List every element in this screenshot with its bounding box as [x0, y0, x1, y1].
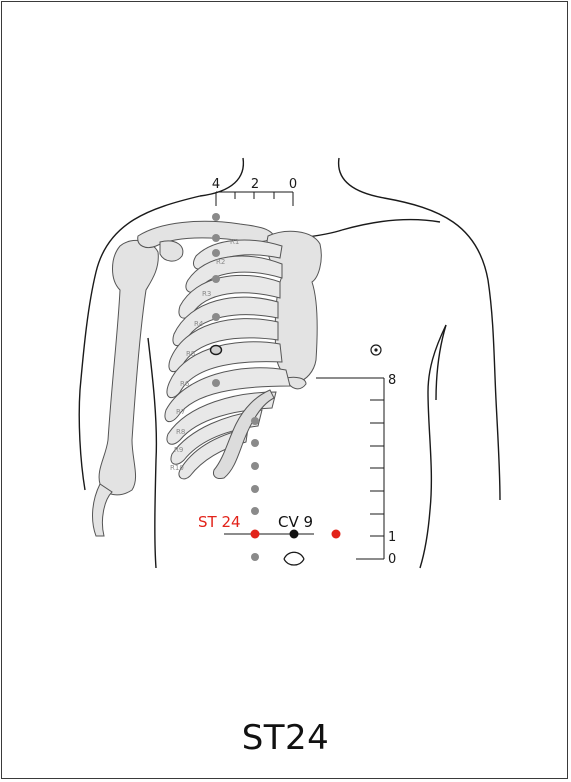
top-scale-tick-2: 2: [251, 177, 259, 192]
side-scale-label-1: 1: [388, 530, 396, 545]
rib-label-r3: R3: [202, 290, 211, 298]
right-shoulder-line: [384, 198, 500, 500]
neck-right: [339, 158, 384, 198]
side-scale-label-0: 0: [388, 552, 396, 567]
rib-label-r7: R7: [176, 408, 185, 416]
st24-label: ST 24: [198, 513, 241, 531]
rib-label-r1: R1: [230, 238, 239, 246]
rib-label-r4: R4: [194, 320, 204, 328]
guide-dot: [212, 379, 220, 387]
neck-left: [200, 158, 243, 196]
humerus-bone: [99, 240, 158, 494]
guide-dot: [212, 234, 220, 242]
right-clavicle-line: [342, 220, 440, 230]
top-scale-tick-4: 4: [212, 177, 220, 192]
right-torso-line: [420, 325, 446, 568]
st24-left-point: [251, 530, 260, 539]
rib-label-r8: R8: [176, 428, 185, 436]
guide-dot: [251, 417, 259, 425]
top-scale: [216, 192, 293, 206]
navel-icon: [284, 552, 304, 565]
side-scale-label-8: 8: [388, 373, 396, 388]
rib-label-r2: R2: [216, 258, 225, 266]
guide-dot: [212, 213, 220, 221]
guide-dot: [251, 485, 259, 493]
side-scale: [316, 378, 384, 559]
point-caption: ST24: [0, 718, 571, 758]
guide-dot: [212, 275, 220, 283]
guide-dot: [251, 553, 259, 561]
acromion-bone: [160, 241, 183, 261]
guide-dot: [212, 313, 220, 321]
guide-dot: [212, 249, 220, 257]
forearm-bone: [93, 484, 112, 536]
left-nipple-icon: [211, 346, 222, 355]
rib-label-r10: R10: [170, 464, 184, 472]
rib-label-r6: R6: [180, 380, 190, 388]
guide-dot: [251, 439, 259, 447]
nipple-icon: [371, 345, 381, 355]
top-scale-tick-0: 0: [289, 177, 297, 192]
side-scale-labels: 8 1 0: [388, 373, 396, 567]
guide-dot: [251, 462, 259, 470]
rib-label-r9: R9: [174, 446, 183, 454]
cv9-label: CV 9: [278, 513, 313, 531]
st24-right-point: [332, 530, 341, 539]
rib-label-r5: R5: [186, 350, 195, 358]
left-torso-line: [148, 338, 156, 568]
guide-dot: [251, 507, 259, 515]
